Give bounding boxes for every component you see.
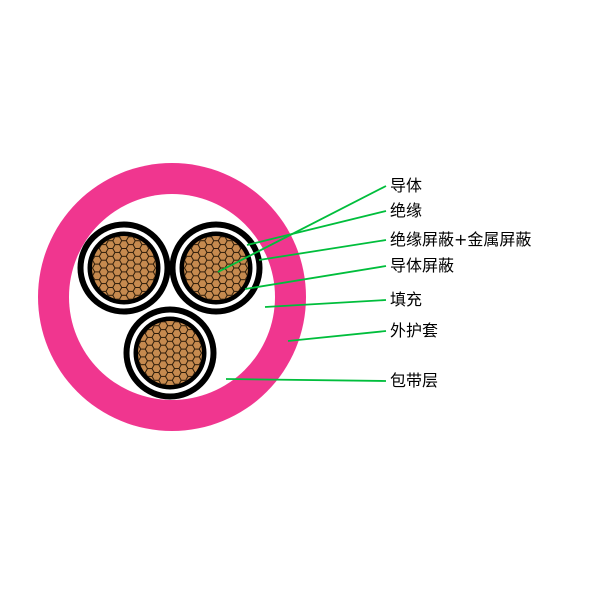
conductor-strands (92, 236, 156, 300)
core-bottom (123, 306, 217, 400)
leader-lines (217, 185, 387, 382)
core-top-right (169, 221, 263, 315)
leader-line-conductor-shield (244, 265, 387, 290)
core-top-left (77, 221, 171, 315)
leader-line-filler (264, 299, 387, 308)
conductor-strands (184, 236, 248, 300)
leader-line-insulation-metal-shield (258, 239, 387, 261)
conductor-strands (138, 321, 202, 385)
leader-line-outer-sheath (287, 330, 387, 342)
leader-line-tape-layer (225, 378, 387, 382)
leader-line-conductor (217, 185, 387, 273)
leader-line-insulation (246, 210, 387, 246)
